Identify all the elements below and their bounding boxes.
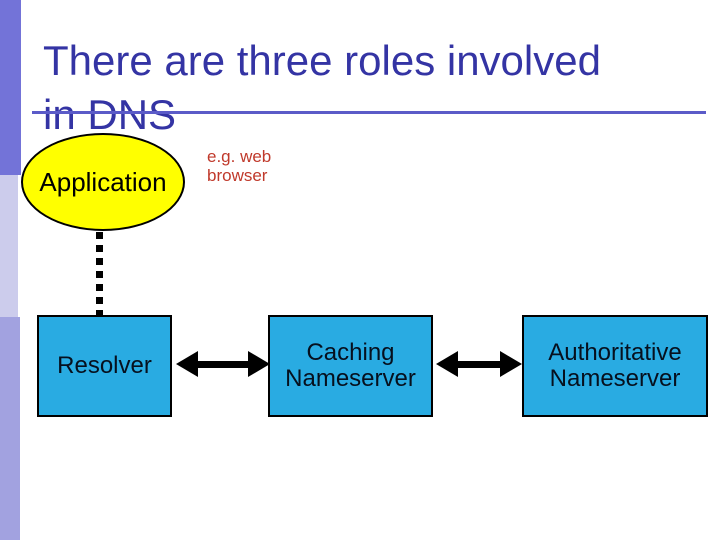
arrow-head-right-icon — [248, 351, 270, 377]
resolver-label: Resolver — [57, 352, 152, 379]
left-stripe-bottom — [0, 317, 20, 540]
double-arrow-resolver-caching — [176, 351, 270, 377]
page-title-line-2: in DNS — [43, 91, 177, 139]
caching-label-line-2: Nameserver — [285, 365, 416, 392]
application-label: Application — [39, 166, 167, 197]
dashed-connector — [96, 232, 103, 316]
authoritative-nameserver-box: Authoritative Nameserver — [522, 315, 708, 417]
title-underline — [32, 111, 706, 114]
web-browser-annotation: e.g. web browser — [207, 147, 271, 185]
application-ellipse: Application — [21, 133, 185, 231]
arrow-head-left-icon — [436, 351, 458, 377]
arrow-shaft — [458, 360, 500, 368]
arrow-shaft — [198, 360, 248, 368]
caching-nameserver-box: Caching Nameserver — [268, 315, 433, 417]
resolver-box: Resolver — [37, 315, 172, 417]
left-stripe-top — [0, 0, 21, 175]
annotation-line-2: browser — [207, 166, 268, 185]
authoritative-label-line-1: Authoritative — [548, 339, 682, 366]
arrow-head-right-icon — [500, 351, 522, 377]
authoritative-label-line-2: Nameserver — [549, 365, 681, 392]
double-arrow-caching-authoritative — [436, 351, 522, 377]
page-title: There are three roles involved in DNS — [43, 34, 693, 142]
arrow-head-left-icon — [176, 351, 198, 377]
left-stripe-middle — [0, 175, 18, 317]
caching-label-line-1: Caching — [306, 339, 395, 366]
page-title-line-1: There are three roles involved — [43, 37, 601, 85]
annotation-line-1: e.g. web — [207, 147, 272, 166]
